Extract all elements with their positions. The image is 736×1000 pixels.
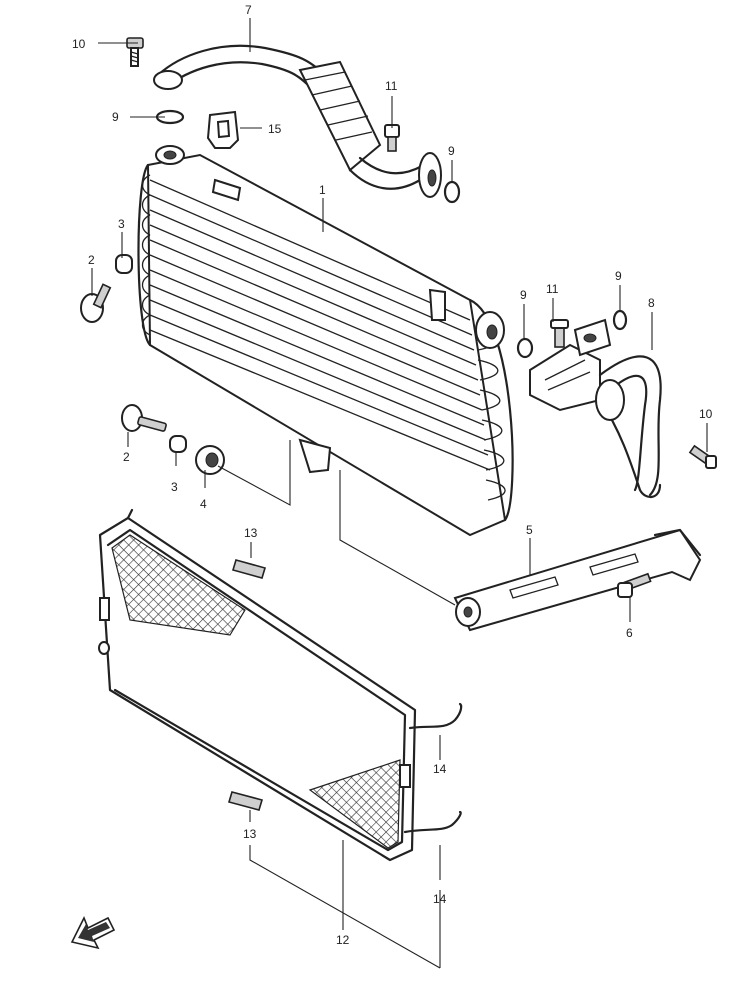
- callout-5: 5: [526, 523, 533, 537]
- cooler-left-tank: [137, 163, 152, 347]
- callout-14-lower: 14: [433, 892, 447, 906]
- bolt-11-upper: [384, 124, 400, 152]
- cooler-fins: [149, 179, 491, 471]
- upper-oil-hose: [153, 44, 442, 198]
- cooler-screen-guard: [98, 508, 417, 862]
- clip-14-upper: [408, 702, 463, 730]
- callout-15: 15: [268, 122, 282, 136]
- front-direction-arrow-icon: [70, 916, 116, 950]
- callout-8: 8: [648, 296, 655, 310]
- callout-6: 6: [626, 626, 633, 640]
- callout-12: 12: [336, 933, 350, 947]
- callout-14-upper: 14: [433, 762, 447, 776]
- o-ring-9-right-b: [612, 309, 628, 331]
- bolt-10-upper: [126, 37, 144, 67]
- callout-9-right-a: 9: [520, 288, 527, 302]
- o-ring-9-right-a: [516, 337, 534, 359]
- callout-13-lower: 13: [243, 827, 257, 841]
- callout-9-upper-left: 9: [112, 110, 119, 124]
- callout-9-right-b: 9: [615, 269, 622, 283]
- callout-11-upper: 11: [385, 79, 398, 93]
- clip-14-lower: [403, 810, 462, 834]
- pad-13-upper: [231, 559, 267, 579]
- callout-10-right: 10: [699, 407, 713, 421]
- bolt-6: [617, 572, 652, 598]
- callout-labels: 10 7 9 15 11 9 1 3 2 9 11 9 8 10 2 3 4 5…: [72, 3, 713, 947]
- callout-10-upper: 10: [72, 37, 86, 51]
- oil-cooler-core: [137, 145, 514, 537]
- callout-9-upper-right: 9: [448, 144, 455, 158]
- callout-4: 4: [200, 497, 207, 511]
- clamp-15: [206, 110, 240, 149]
- mounting-bracket: [453, 528, 702, 632]
- bolt-11-right: [550, 319, 569, 348]
- o-ring-9-upper-right: [443, 180, 461, 204]
- bolt-2-upper: [80, 283, 112, 323]
- grommet-4: [195, 445, 225, 475]
- pad-13-lower: [227, 791, 264, 811]
- bolt-10-right: [688, 444, 717, 469]
- bolt-2-lower: [121, 404, 167, 432]
- lower-oil-hose: [529, 318, 662, 498]
- callout-13-upper: 13: [244, 526, 258, 540]
- callout-3-upper: 3: [118, 217, 125, 231]
- callout-2-lower: 2: [123, 450, 130, 464]
- collar-3-lower: [169, 435, 187, 453]
- callout-3-lower: 3: [171, 480, 178, 494]
- callout-7: 7: [245, 3, 252, 17]
- leader-lines: [91, 18, 708, 969]
- rubber-cushion-3-upper: [115, 254, 133, 274]
- callout-1: 1: [319, 183, 326, 197]
- callout-2-upper: 2: [88, 253, 95, 267]
- callout-11-right: 11: [546, 282, 559, 296]
